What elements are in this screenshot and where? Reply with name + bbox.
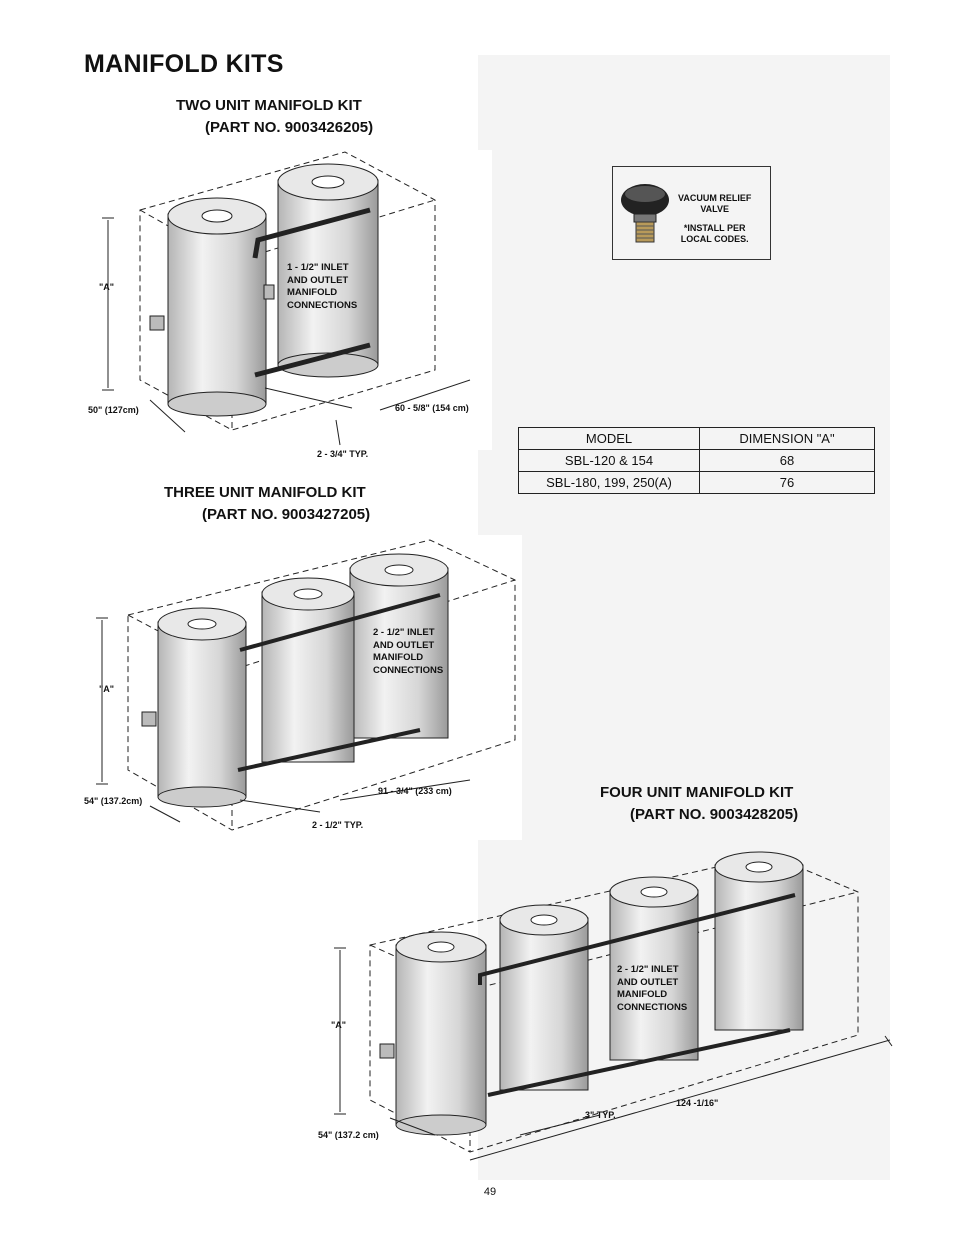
three-unit-kit-title: THREE UNIT MANIFOLD KIT (PART NO. 900342…	[164, 482, 370, 526]
four-unit-diagram	[334, 851, 893, 1161]
two-unit-dim-gap: 2 - 3/4" TYP.	[317, 449, 369, 459]
table-header-model: MODEL	[518, 427, 700, 450]
three-unit-connections-label: 2 - 1/2" INLET AND OUTLET MANIFOLD CONNE…	[373, 627, 444, 676]
four-unit-dim-a: "A"	[331, 1020, 347, 1030]
two-unit-kit-title-line1: TWO UNIT MANIFOLD KIT	[176, 97, 362, 114]
three-unit-diagram	[92, 535, 522, 840]
table-row: SBL-180, 199, 250(A) 76	[518, 471, 875, 494]
three-unit-kit-title-line1: THREE UNIT MANIFOLD KIT	[164, 484, 366, 501]
three-unit-dim-a: "A"	[99, 684, 115, 694]
dimension-table: MODEL DIMENSION "A" SBL-120 & 154 68 SBL…	[518, 427, 875, 494]
page-number: 49	[483, 1186, 497, 1198]
table-cell-dimension: 76	[699, 471, 875, 494]
table-header-row: MODEL DIMENSION "A"	[518, 427, 875, 450]
vacuum-relief-valve-icon	[621, 184, 669, 243]
four-unit-dim-width: 124 -1/16"	[676, 1098, 719, 1108]
table-row: SBL-120 & 154 68	[518, 449, 875, 472]
two-unit-dim-depth: 50" (127cm)	[88, 405, 139, 415]
two-unit-dim-a: "A"	[99, 282, 115, 292]
four-unit-kit-title-line1: FOUR UNIT MANIFOLD KIT	[600, 784, 794, 801]
four-unit-kit-part-number: (PART NO. 9003428205)	[630, 806, 799, 823]
four-unit-dim-gap: 3" TYP.	[585, 1110, 616, 1120]
two-unit-kit-part-number: (PART NO. 9003426205)	[205, 119, 374, 136]
three-unit-kit-part-number: (PART NO. 9003427205)	[202, 506, 371, 523]
four-unit-connections-label: 2 - 1/2" INLET AND OUTLET MANIFOLD CONNE…	[617, 964, 688, 1013]
table-cell-model: SBL-180, 199, 250(A)	[518, 471, 700, 494]
table-cell-model: SBL-120 & 154	[518, 449, 700, 472]
table-cell-dimension: 68	[699, 449, 875, 472]
two-unit-connections-label: 1 - 1/2" INLET AND OUTLET MANIFOLD CONNE…	[287, 262, 358, 311]
two-unit-dim-width: 60 - 5/8" (154 cm)	[395, 403, 469, 413]
vacuum-relief-valve-text: VACUUM RELIEF VALVE *INSTALL PER LOCAL C…	[678, 193, 752, 244]
three-unit-dim-gap: 2 - 1/2" TYP.	[312, 820, 364, 830]
four-unit-dim-depth: 54" (137.2 cm)	[318, 1130, 379, 1140]
two-unit-kit-title: TWO UNIT MANIFOLD KIT (PART NO. 90034262…	[176, 95, 373, 139]
three-unit-dim-depth: 54" (137.2cm)	[84, 796, 143, 806]
four-unit-kit-title: FOUR UNIT MANIFOLD KIT (PART NO. 9003428…	[600, 782, 798, 826]
table-header-dimension: DIMENSION "A"	[699, 427, 875, 450]
page-title: MANIFOLD KITS	[84, 50, 284, 78]
vacuum-relief-valve-box	[612, 166, 771, 260]
three-unit-dim-width: 91 - 3/4" (233 cm)	[378, 786, 452, 796]
